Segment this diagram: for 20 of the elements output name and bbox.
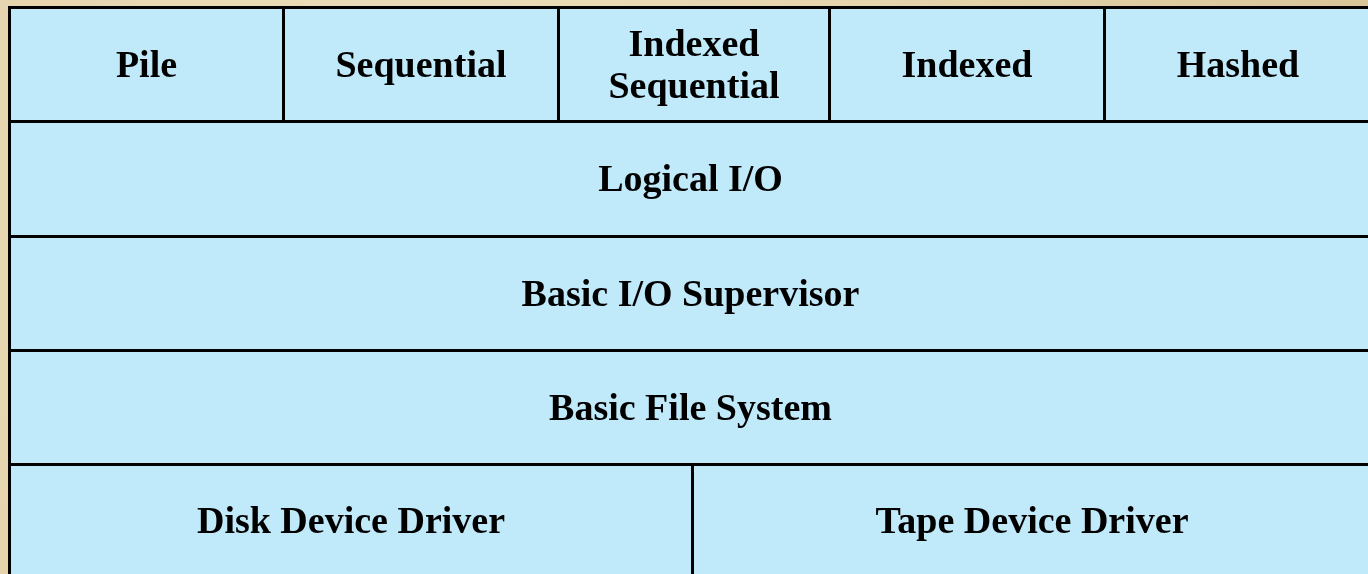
layer-box xyxy=(8,6,285,123)
layer-label: Pile xyxy=(114,44,179,85)
layer-label: Hashed xyxy=(1175,44,1301,85)
layer-box xyxy=(557,6,831,123)
layer-label: Basic I/O Supervisor xyxy=(520,273,861,314)
layer-box xyxy=(691,463,1368,574)
layer-box xyxy=(8,463,694,574)
layer-box xyxy=(8,120,1368,238)
layer-box xyxy=(8,235,1368,352)
layer-box xyxy=(1103,6,1368,123)
layer-label: Indexed Sequential xyxy=(607,23,781,106)
layer-label: Sequential xyxy=(334,44,508,85)
layer-label: Basic File System xyxy=(548,387,833,428)
layer-box xyxy=(828,6,1106,123)
layer-label: Indexed xyxy=(900,44,1034,85)
layer-box xyxy=(282,6,560,123)
layer-label: Disk Device Driver xyxy=(195,500,507,542)
layer-label: Tape Device Driver xyxy=(874,500,1190,542)
layer-box xyxy=(8,349,1368,466)
layer-label: Logical I/O xyxy=(597,158,784,200)
